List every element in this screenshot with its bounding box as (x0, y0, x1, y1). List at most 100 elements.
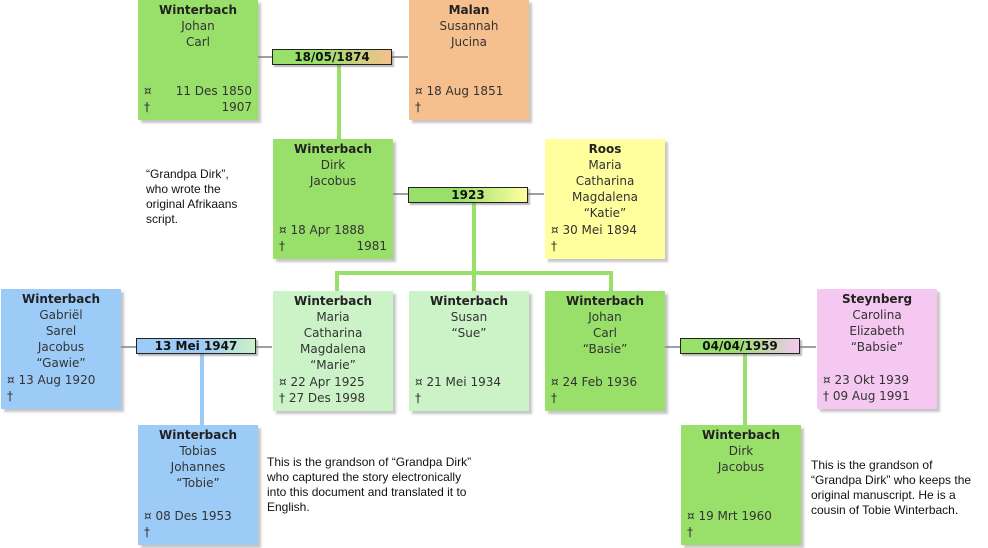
connector-line (743, 354, 747, 426)
nickname: “Basie” (582, 342, 628, 356)
birth-date: 08 Des 1953 (155, 509, 232, 523)
surname: Roos (588, 142, 622, 156)
marriage-date-text: 18/05/1874 (294, 50, 370, 64)
surname: Winterbach (158, 3, 238, 17)
death-date: 09 Aug 1991 (832, 389, 910, 403)
marriage-date-1947: 13 Mei 1947 (136, 338, 256, 354)
given-name: Sarel (45, 324, 77, 338)
person-card-dirk-1888[interactable]: Winterbach Dirk Jacobus ¤ 18 Apr 1888 †1… (273, 139, 393, 259)
person-card-johan-carl-1850[interactable]: Winterbach Johan Carl ¤11 Des 1850 †1907 (138, 0, 258, 120)
birth-date: 18 Aug 1851 (426, 84, 504, 98)
connector-line (392, 56, 408, 58)
person-card-tobie[interactable]: Winterbach Tobias Johannes “Tobie” ¤ 08 … (138, 425, 258, 545)
annotation-tobie: This is the grandson of “Grandpa Dirk” w… (267, 455, 537, 515)
person-card-susannah-malan[interactable]: Malan Susannah Jucina ¤ 18 Aug 1851 † (409, 0, 529, 120)
surname: Winterbach (293, 294, 373, 308)
annotation-dirk-jr: This is the grandson of “Grandpa Dirk” w… (811, 458, 986, 518)
birth-symbol: ¤ (144, 84, 152, 98)
death-date: 1981 (356, 239, 387, 253)
annotation-line: who captured the story electronically (267, 470, 462, 484)
given-name: Gabriël (39, 308, 83, 322)
nickname: “Marie” (310, 358, 356, 372)
birth-date: 21 Mei 1934 (426, 375, 501, 389)
given-name: Carl (186, 35, 210, 49)
birth-symbol: ¤ (279, 375, 287, 389)
birth-date: 30 Mei 1894 (562, 223, 637, 237)
person-card-babsie[interactable]: Steynberg Carolina Elizabeth “Babsie” ¤ … (817, 289, 937, 409)
connector-line (392, 193, 408, 195)
person-card-basie[interactable]: Winterbach Johan Carl “Basie” ¤ 24 Feb 1… (545, 291, 665, 411)
annotation-line: original Afrikaans (146, 197, 238, 211)
connector-line (609, 271, 613, 291)
death-symbol: † (415, 100, 421, 114)
death-symbol: † (551, 239, 557, 253)
given-name: Magdalena (300, 342, 366, 356)
given-name: Jucina (450, 35, 488, 49)
birth-symbol: ¤ (823, 373, 831, 387)
person-card-marie[interactable]: Winterbach Maria Catharina Magdalena “Ma… (273, 291, 393, 411)
surname: Winterbach (565, 294, 645, 308)
marriage-date-text: 1923 (451, 188, 485, 202)
given-name: Catharina (303, 326, 363, 340)
annotation-line: This is the grandson of “Grandpa Dirk” (267, 455, 472, 469)
death-symbol: † (823, 389, 829, 403)
death-symbol: † (551, 391, 557, 405)
given-name: Carolina (852, 308, 902, 322)
marriage-date-1874: 18/05/1874 (272, 49, 392, 65)
annotation-line: cousin of Tobie Winterbach. (811, 503, 959, 517)
given-name: Dirk (320, 158, 346, 172)
surname: Winterbach (21, 292, 101, 306)
death-date: 27 Des 1998 (288, 391, 366, 405)
birth-date: 18 Apr 1888 (290, 223, 365, 237)
birth-symbol: ¤ (7, 373, 15, 387)
birth-symbol: ¤ (551, 223, 559, 237)
birth-date: 19 Mrt 1960 (698, 509, 772, 523)
given-name: Maria (316, 310, 350, 324)
annotation-line: English. (267, 500, 310, 514)
death-symbol: † (279, 391, 285, 405)
birth-symbol: ¤ (144, 509, 152, 523)
death-symbol: † (7, 389, 13, 403)
birth-symbol: ¤ (415, 84, 423, 98)
nickname: “Tobie” (176, 476, 220, 490)
connector-line (337, 65, 341, 139)
surname: Winterbach (293, 142, 373, 156)
connector-line (472, 271, 476, 291)
connector-line (335, 271, 339, 291)
birth-date: 11 Des 1850 (175, 84, 252, 98)
given-name: Tobias (179, 444, 217, 458)
given-name: Susan (450, 310, 488, 324)
surname: Winterbach (701, 428, 781, 442)
annotation-line: “Grandpa Dirk” who keeps the (811, 473, 972, 487)
birth-symbol: ¤ (687, 509, 695, 523)
person-card-katie-roos[interactable]: Roos Maria Catharina Magdalena “Katie” ¤… (545, 139, 665, 259)
person-card-sue[interactable]: Winterbach Susan “Sue” ¤ 21 Mei 1934 † (409, 291, 529, 411)
annotation-line: original manuscript. He is a (811, 488, 956, 502)
given-name: Johannes (170, 460, 226, 474)
given-name: Jacobus (309, 174, 357, 188)
connector-line (800, 346, 816, 348)
birth-symbol: ¤ (551, 375, 559, 389)
birth-date: 24 Feb 1936 (562, 375, 638, 389)
nickname: “Sue” (451, 326, 487, 340)
surname: Winterbach (429, 294, 509, 308)
nickname: “Katie” (583, 206, 627, 220)
surname: Steynberg (841, 292, 913, 306)
surname: Winterbach (158, 428, 238, 442)
given-name: Magdalena (572, 190, 638, 204)
annotation-line: who wrote the (146, 182, 221, 196)
death-symbol: † (144, 525, 150, 539)
birth-date: 22 Apr 1925 (290, 375, 365, 389)
death-date: 1907 (221, 100, 252, 114)
death-symbol: † (144, 100, 150, 114)
birth-date: 13 Aug 1920 (18, 373, 96, 387)
annotation-line: This is the grandson of (811, 458, 933, 472)
given-name: Jacobus (37, 340, 85, 354)
connector-line (472, 203, 476, 275)
birth-symbol: ¤ (279, 223, 287, 237)
connector-line (256, 56, 272, 58)
marriage-date-1959: 04/04/1959 (680, 338, 800, 354)
annotation-line: script. (146, 212, 179, 226)
person-card-gawie[interactable]: Winterbach Gabriël Sarel Jacobus “Gawie”… (1, 289, 121, 409)
person-card-dirk-1960[interactable]: Winterbach Dirk Jacobus ¤ 19 Mrt 1960 † (681, 425, 801, 545)
